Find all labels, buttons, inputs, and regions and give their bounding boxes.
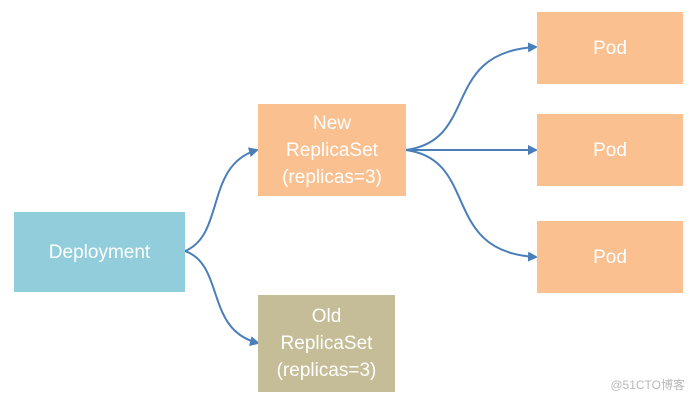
new-replicaset-line-3: (replicas=3) xyxy=(282,166,382,188)
old-replicaset-line-1: Old xyxy=(311,306,342,327)
pod-1-label: Pod xyxy=(593,37,627,59)
watermark: @51CTO博客 xyxy=(610,378,685,392)
new-replicaset-line-1: New xyxy=(312,112,351,134)
pod-node-1: Pod xyxy=(537,12,683,84)
deployment-label: Deployment xyxy=(48,241,151,263)
edge-deployment-to-old-replicaset xyxy=(184,250,260,346)
new-replicaset-node: New ReplicaSet (replicas=3) xyxy=(258,104,406,196)
old-replicaset-line-2: ReplicaSet xyxy=(280,333,373,354)
pod-3-label: Pod xyxy=(593,246,627,268)
deployment-node: Deployment xyxy=(14,212,185,292)
edge-deployment-to-new-replicaset xyxy=(184,147,259,252)
old-replicaset-line-3: (replicas=3) xyxy=(276,360,377,381)
new-replicaset-line-2: ReplicaSet xyxy=(286,139,378,161)
pod-node-2: Pod xyxy=(537,114,683,186)
pod-2-label: Pod xyxy=(593,139,627,161)
old-replicaset-node: Old ReplicaSet (replicas=3) xyxy=(258,295,395,392)
pod-node-3: Pod xyxy=(537,221,683,293)
edge-new-replicaset-to-pod-3 xyxy=(405,149,538,262)
edge-new-replicaset-to-pod-1 xyxy=(405,42,538,151)
